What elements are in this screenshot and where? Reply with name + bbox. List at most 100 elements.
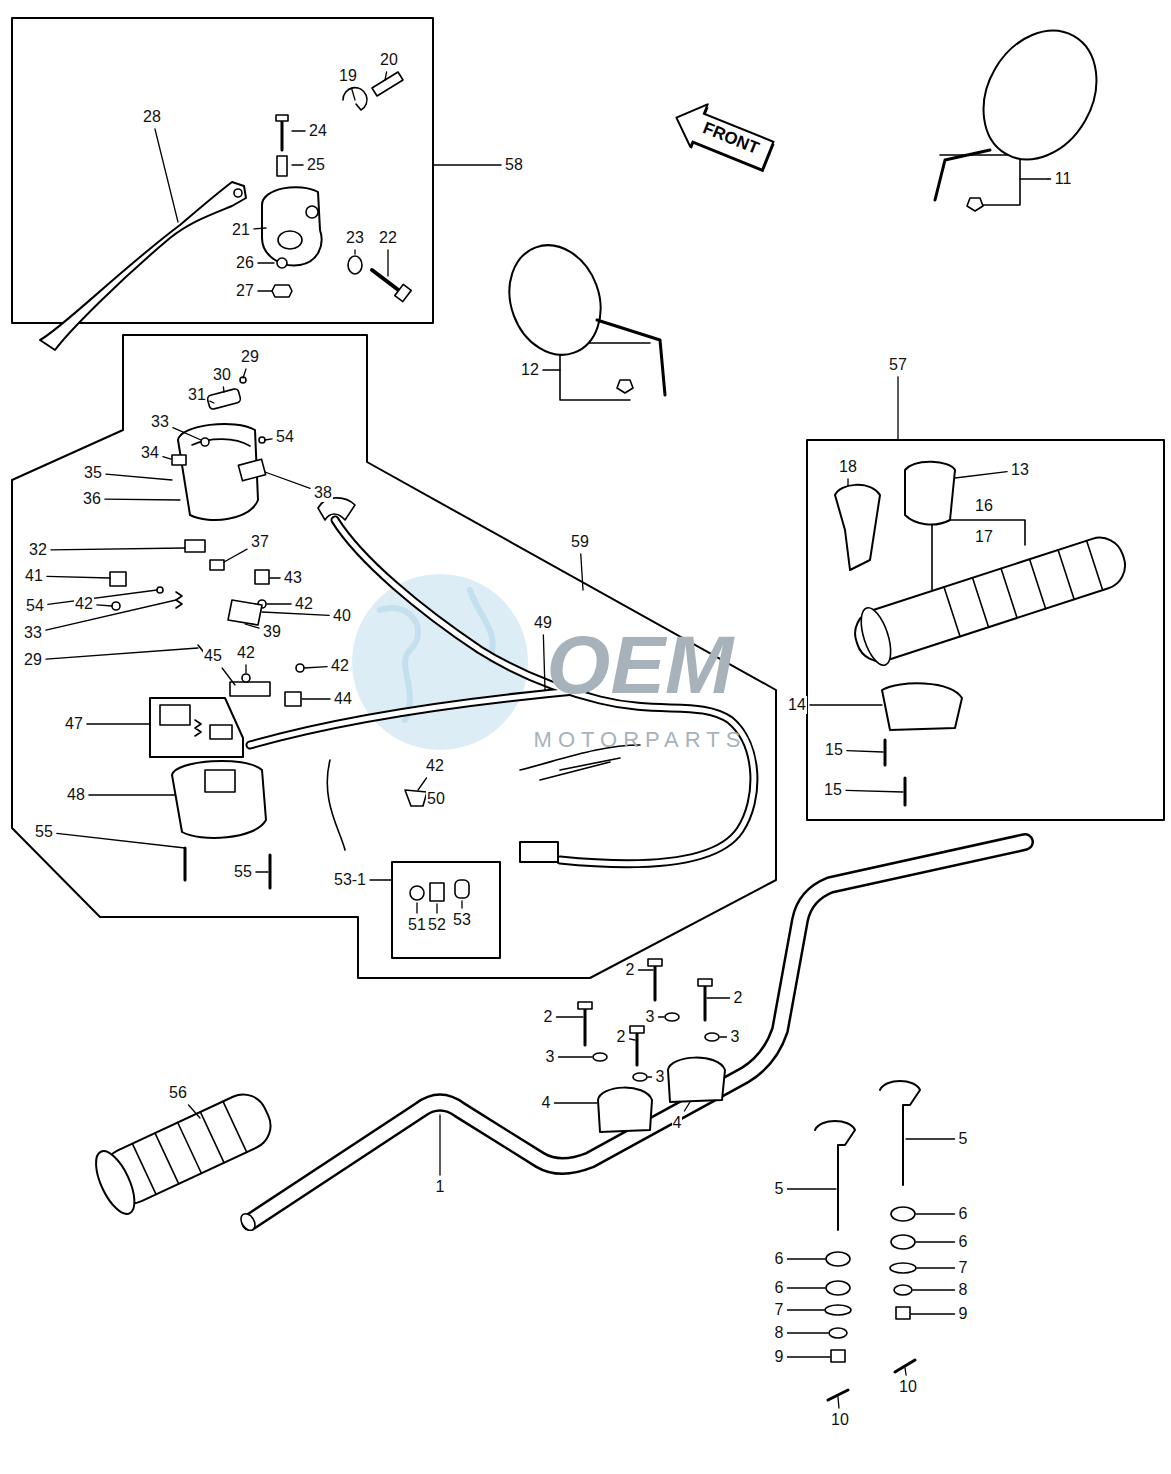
- leader-line: [416, 903, 417, 913]
- leader-line: [658, 1016, 664, 1017]
- callout-number: 2: [543, 1008, 554, 1026]
- leader-line: [105, 498, 180, 500]
- leader-line: [97, 605, 112, 606]
- callout-number: 50: [426, 790, 446, 808]
- leader-line: [210, 401, 214, 403]
- leader-line: [385, 72, 387, 80]
- callout-number: 7: [958, 1259, 969, 1277]
- leader-line: [556, 1016, 583, 1017]
- leader-line: [1048, 178, 1051, 179]
- leader-line: [911, 1313, 955, 1314]
- callout-number: 31: [187, 386, 207, 404]
- callout-number: 42: [236, 644, 256, 662]
- callout-number: 6: [958, 1205, 969, 1223]
- callout-number: 5: [958, 1130, 969, 1148]
- callout-number: 35: [83, 464, 103, 482]
- leader-line: [543, 635, 545, 690]
- leader-line: [720, 1036, 727, 1037]
- callout-number: 23: [345, 229, 365, 247]
- leader-line: [370, 879, 392, 880]
- callout-number: 47: [64, 715, 84, 733]
- leader-line: [787, 1356, 830, 1357]
- leader-line: [243, 369, 246, 378]
- leader-line: [46, 648, 198, 659]
- leader-line: [897, 377, 898, 440]
- callout-number: 37: [250, 533, 270, 551]
- leader-line: [558, 1056, 592, 1057]
- callout-number: 42: [330, 657, 350, 675]
- leader-line: [787, 1188, 836, 1189]
- callout-number: 59: [570, 533, 590, 551]
- leader-line: [787, 1258, 825, 1259]
- callout-number: 41: [24, 567, 44, 585]
- leader-line: [292, 130, 305, 131]
- leader-line: [787, 1309, 824, 1310]
- watermark: OEM: [547, 622, 734, 708]
- leader-line: [629, 1039, 635, 1040]
- leader-line: [955, 472, 1007, 478]
- callout-number: 48: [66, 786, 86, 804]
- callout-number: 16: [974, 497, 994, 515]
- callout-number: 53-1: [333, 871, 367, 889]
- callout-number: 56: [168, 1084, 188, 1102]
- leader-line: [433, 164, 501, 165]
- callout-number: 6: [958, 1233, 969, 1251]
- callout-number: 22: [378, 229, 398, 247]
- front-arrow: FRONT: [667, 94, 782, 178]
- callout-number: 45: [203, 647, 223, 665]
- callout-number: 18: [838, 458, 858, 476]
- callout-number: 15: [824, 741, 844, 759]
- leader-line: [905, 1368, 906, 1375]
- callout-number: 26: [235, 254, 255, 272]
- callout-number: 42: [294, 595, 314, 613]
- callout-number: 3: [645, 1008, 656, 1026]
- leader-line: [256, 871, 268, 872]
- leader-line: [554, 1102, 597, 1103]
- callout-number: 36: [82, 490, 102, 508]
- leader-line: [638, 969, 653, 970]
- leader-line: [810, 704, 882, 705]
- callout-number: 15: [823, 781, 843, 799]
- callout-number: 42: [425, 757, 445, 775]
- callout-number: 25: [306, 156, 326, 174]
- leader-line: [439, 1115, 440, 1175]
- leader-line: [707, 997, 730, 998]
- callout-number: 10: [830, 1411, 850, 1429]
- callout-number: 14: [787, 696, 807, 714]
- callout-number: 3: [655, 1068, 666, 1086]
- callout-number: 55: [233, 863, 253, 881]
- leader-line: [354, 250, 355, 254]
- callout-number: 8: [774, 1324, 785, 1342]
- callout-number: 9: [958, 1305, 969, 1323]
- leader-line: [189, 1105, 200, 1118]
- callout-number: 40: [332, 607, 352, 625]
- callout-number: 53: [452, 911, 472, 929]
- leader-line: [418, 778, 427, 790]
- callout-number: 54: [25, 597, 45, 615]
- callout-number: 42: [74, 595, 94, 613]
- leader-line: [648, 1076, 652, 1077]
- leader-line: [916, 1241, 955, 1242]
- callout-number: 28: [142, 108, 162, 126]
- callout-number: 3: [545, 1048, 556, 1066]
- callout-number: 4: [541, 1094, 552, 1112]
- leader-line: [787, 1332, 828, 1333]
- leader-line: [913, 1289, 955, 1290]
- leader-line: [847, 479, 848, 486]
- leader-line: [46, 600, 176, 630]
- leader-line: [543, 369, 560, 370]
- callout-number: 12: [520, 361, 540, 379]
- callout-number: 33: [150, 413, 170, 431]
- callout-number: 11: [1054, 170, 1073, 188]
- callout-number: 58: [504, 156, 524, 174]
- callout-number: 13: [1010, 461, 1030, 479]
- callout-number: 43: [283, 569, 303, 587]
- callout-number: 52: [427, 916, 447, 934]
- callout-number: 17: [974, 528, 994, 546]
- callout-number: 6: [774, 1250, 785, 1268]
- leader-line: [223, 387, 225, 392]
- callout-number: 2: [616, 1028, 627, 1046]
- callout-number: 44: [333, 690, 353, 708]
- leader-line: [787, 1287, 825, 1288]
